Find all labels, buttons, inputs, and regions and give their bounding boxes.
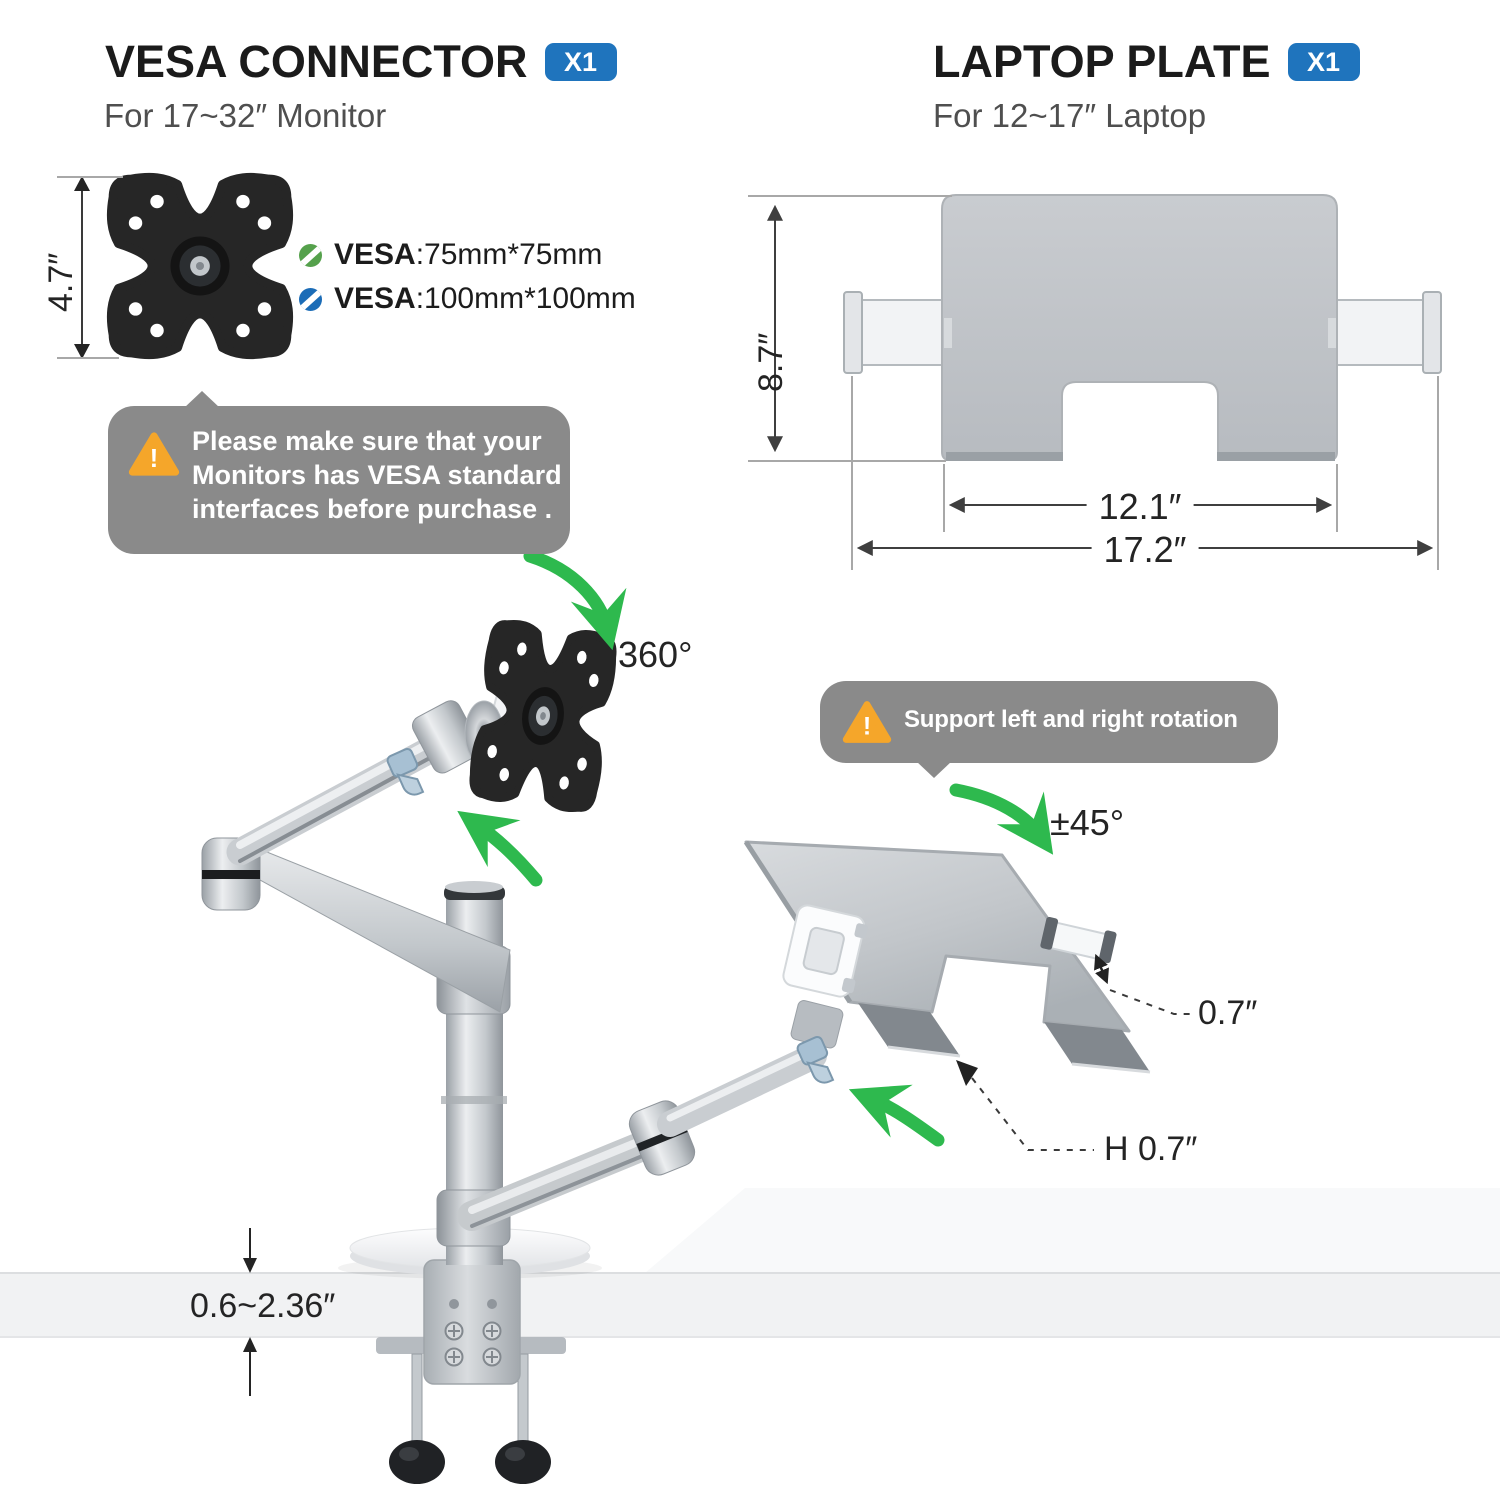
plate-arm-slot xyxy=(944,318,952,348)
vesa-spec-text: VESA:75mm*75mm xyxy=(334,238,602,272)
rotate-arrow-icons xyxy=(457,549,1054,1147)
dim-tick xyxy=(57,357,119,359)
vesa-height-dim-label: 4.7″ xyxy=(42,252,80,312)
desk-clamp xyxy=(376,1259,566,1484)
vesa-spec-label: VESA xyxy=(334,238,416,271)
vesa-dim-line xyxy=(81,182,83,358)
tray-vesa-adapter xyxy=(782,904,869,998)
tray-clip-lever xyxy=(796,1036,835,1084)
monitor-rotation-label: 360° xyxy=(618,634,693,675)
svg-text:!: ! xyxy=(150,443,159,473)
plate-side-arms xyxy=(843,291,1442,374)
note-line: interfaces before purchase . xyxy=(192,494,553,525)
laptop-section-header: LAPTOP PLATE X1 xyxy=(933,36,1360,88)
laptop-arm xyxy=(457,1000,844,1231)
vesa-100-icon xyxy=(299,287,322,311)
clamp-dimension xyxy=(243,1228,257,1396)
vesa-plate-illustration xyxy=(106,172,294,360)
leader-lines xyxy=(956,953,1192,1151)
rotation-note-bubble: ! Support left and right rotation xyxy=(820,681,1278,778)
plate-foot xyxy=(1217,452,1335,461)
plate-inner-width-label: 12.1″ xyxy=(1086,486,1194,528)
laptop-plate-diagram xyxy=(748,194,1442,570)
vesa-section-header: VESA CONNECTOR X1 xyxy=(105,36,617,88)
vesa-spec-label: VESA xyxy=(334,282,416,315)
vesa-spec-list: VESA:75mm*75mm VESA:100mm*100mm xyxy=(299,238,636,316)
clamp-range-label: 0.6~2.36″ xyxy=(190,1287,336,1325)
vesa-spec-75: VESA:75mm*75mm xyxy=(299,238,636,272)
rotate-arrow-icon xyxy=(848,1084,945,1147)
svg-text:!: ! xyxy=(863,713,871,741)
note-line: Please make sure that your xyxy=(192,426,542,456)
vesa-section-title: VESA CONNECTOR xyxy=(105,36,528,87)
rotate-arrow-icon xyxy=(457,810,543,887)
warning-icon: ! xyxy=(128,432,180,476)
plate-height-dim-label: 8.7″ xyxy=(752,332,790,392)
laptop-section-title: LAPTOP PLATE xyxy=(933,36,1271,87)
laptop-rotation-label: ±45° xyxy=(1050,802,1125,843)
vesa-75-icon xyxy=(299,243,322,267)
height-dimension xyxy=(748,195,952,462)
vesa-spec-value: :100mm*100mm xyxy=(415,282,636,315)
dim-arrow-icon xyxy=(74,344,90,359)
vesa-spec-value: :75mm*75mm xyxy=(415,238,603,271)
vesa-section-subtitle: For 17~32″ Monitor xyxy=(104,97,387,134)
laptop-tray xyxy=(743,840,1151,1084)
vesa-note-bubble: ! Please make sure that your Monitors ha… xyxy=(108,391,570,554)
vesa-note-text: Please make sure that your Monitors has … xyxy=(192,424,562,526)
note-line: Monitors has VESA standard xyxy=(192,460,562,491)
tray-side-clip xyxy=(1040,916,1117,964)
desk-surface xyxy=(0,1188,1500,1338)
plate-outer-width-label: 17.2″ xyxy=(1091,529,1199,571)
plate-arm-slot xyxy=(1328,318,1336,348)
vesa-quantity-badge: X1 xyxy=(544,43,617,81)
laptop-section-subtitle: For 12~17″ Laptop xyxy=(933,97,1207,134)
monitor-arm xyxy=(201,684,521,1013)
arm-clip-lever xyxy=(386,748,425,796)
tray-front-lip-right xyxy=(1044,1022,1150,1072)
clip-depth-label: 0.7″ xyxy=(1198,994,1258,1032)
laptop-quantity-badge: X1 xyxy=(1287,43,1360,81)
plate-outline xyxy=(941,194,1338,461)
dim-arrow-icon xyxy=(74,176,90,191)
tray-front-lip-left xyxy=(858,1003,960,1056)
vesa-spec-100: VESA:100mm*100mm xyxy=(299,282,636,316)
rotate-arrow-icon xyxy=(523,549,627,651)
dim-tick xyxy=(57,176,123,178)
rotate-arrow-icon xyxy=(949,783,1054,855)
warning-icon: ! xyxy=(842,701,892,743)
lip-height-label: H 0.7″ xyxy=(1104,1130,1198,1168)
rotation-note-text: Support left and right rotation xyxy=(904,706,1238,733)
plate-foot xyxy=(946,452,1063,461)
vesa-spec-text: VESA:100mm*100mm xyxy=(334,282,636,316)
